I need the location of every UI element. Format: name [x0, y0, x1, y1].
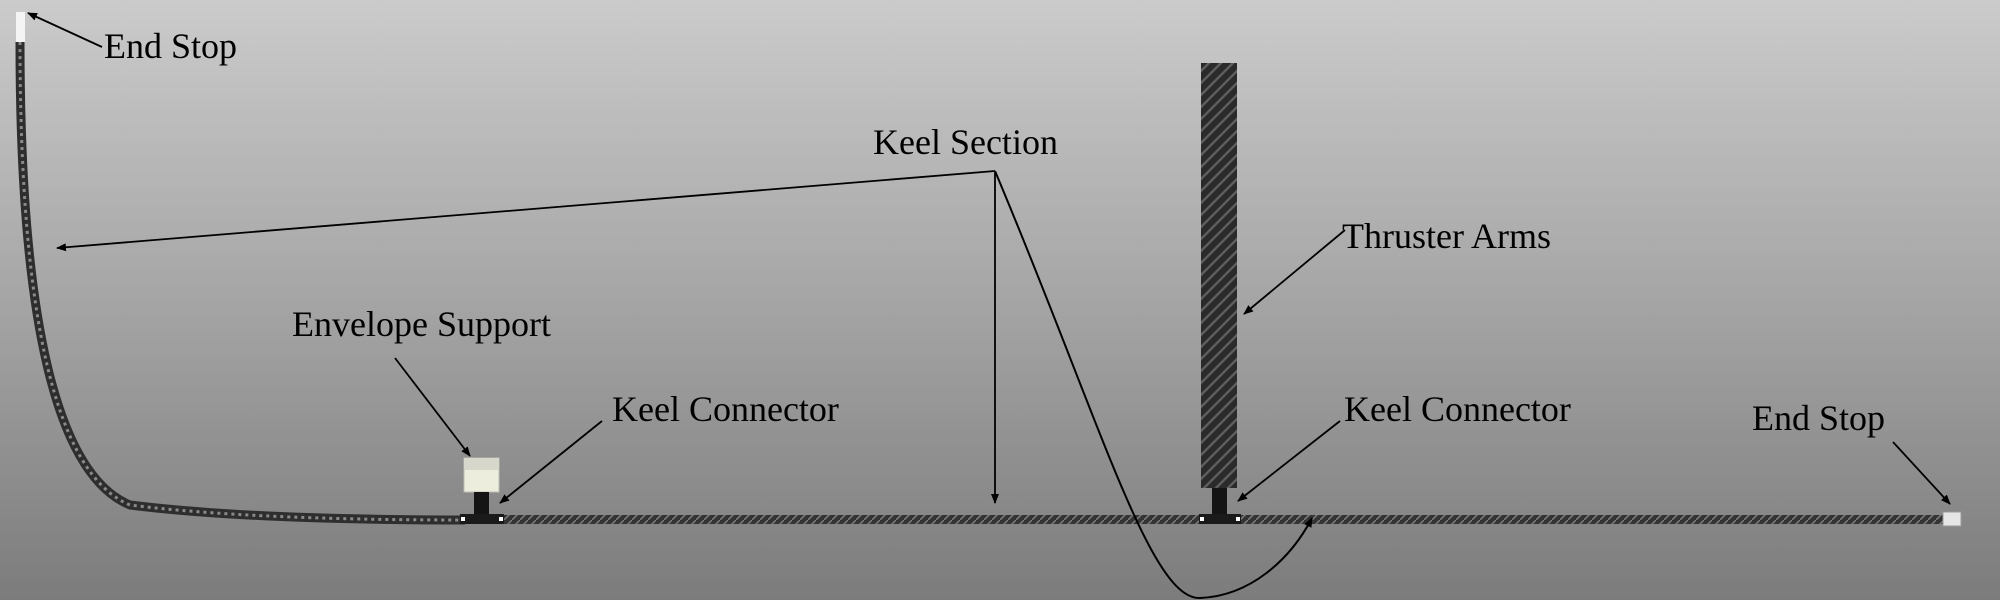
- curved-keel-rod: [15, 41, 466, 525]
- keel-connector-right-part: [1199, 488, 1241, 524]
- label-thruster-arms: Thruster Arms: [1342, 216, 1551, 256]
- envelope-support-block: [463, 457, 500, 493]
- label-end-stop-right: End Stop: [1752, 398, 1886, 438]
- thruster-arm: [1201, 63, 1237, 488]
- label-keel-connector-right: Keel Connector: [1344, 389, 1571, 429]
- label-envelope-support: Envelope Support: [292, 304, 551, 344]
- leader-keel-connector-right: [1237, 420, 1341, 502]
- end-stop-right-cap: [1942, 511, 1962, 527]
- keel-connector-left-part: [460, 492, 504, 524]
- leader-keel-section-curve: [56, 170, 996, 252]
- label-keel-section: Keel Section: [873, 122, 1058, 162]
- leader-keel-connector-left: [499, 420, 603, 504]
- end-stop-left-cap: [16, 12, 25, 42]
- leader-end-stop-left: [27, 12, 103, 48]
- leader-thruster-arms: [1243, 229, 1346, 315]
- label-keel-connector-left: Keel Connector: [612, 389, 839, 429]
- leader-keel-section-loop: [994, 170, 1313, 600]
- leader-envelope-support: [394, 357, 471, 457]
- label-end-stop-left: End Stop: [104, 26, 238, 66]
- leader-end-stop-right: [1892, 441, 1951, 505]
